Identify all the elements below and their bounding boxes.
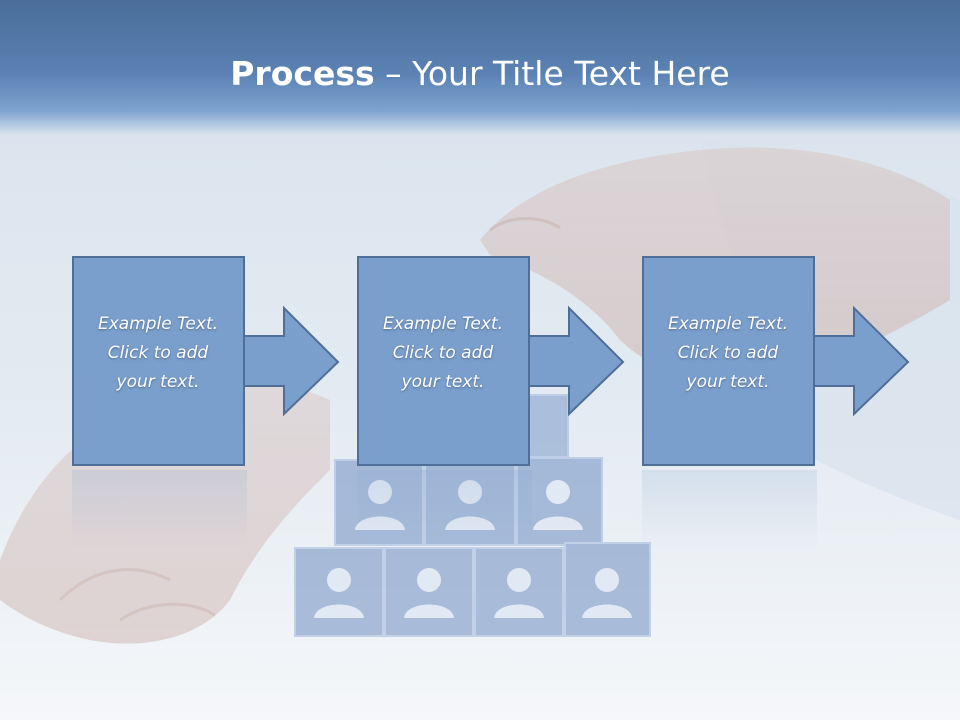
step-shape xyxy=(642,256,910,466)
person-icon xyxy=(355,480,405,530)
process-step-1[interactable]: Example Text. Click to add your text. xyxy=(72,256,342,466)
step-line-2: Click to add xyxy=(677,343,779,363)
step-line-3: your text. xyxy=(401,372,485,392)
step-text: Example Text. Click to add your text. xyxy=(78,310,238,397)
arrow-right-icon xyxy=(243,305,340,417)
title-rest: – Your Title Text Here xyxy=(374,54,730,93)
person-icon xyxy=(533,480,583,530)
step-line-1: Example Text. xyxy=(97,314,219,334)
step-line-3: your text. xyxy=(116,372,200,392)
process-step-2[interactable]: Example Text. Click to add your text. xyxy=(357,256,627,466)
person-icon xyxy=(404,568,454,618)
step-line-3: your text. xyxy=(686,372,770,392)
arrow-right-icon xyxy=(528,305,625,417)
process-step-3[interactable]: Example Text. Click to add your text. xyxy=(642,256,912,466)
arrow-right-icon xyxy=(813,305,910,417)
step-reflection xyxy=(357,470,532,550)
step-reflection xyxy=(642,470,817,550)
title-strong: Process xyxy=(230,54,375,93)
person-icon xyxy=(582,568,632,618)
step-line-1: Example Text. xyxy=(667,314,789,334)
step-text: Example Text. Click to add your text. xyxy=(648,310,808,397)
person-icon xyxy=(314,568,364,618)
title-band xyxy=(0,0,960,135)
step-reflection xyxy=(72,470,247,550)
person-icon xyxy=(445,480,495,530)
step-text: Example Text. Click to add your text. xyxy=(363,310,523,397)
step-line-1: Example Text. xyxy=(382,314,504,334)
slide-title[interactable]: Process – Your Title Text Here xyxy=(0,52,960,96)
person-icon xyxy=(494,568,544,618)
step-shape xyxy=(357,256,625,466)
step-line-2: Click to add xyxy=(107,343,209,363)
step-shape xyxy=(72,256,340,466)
step-line-2: Click to add xyxy=(392,343,494,363)
